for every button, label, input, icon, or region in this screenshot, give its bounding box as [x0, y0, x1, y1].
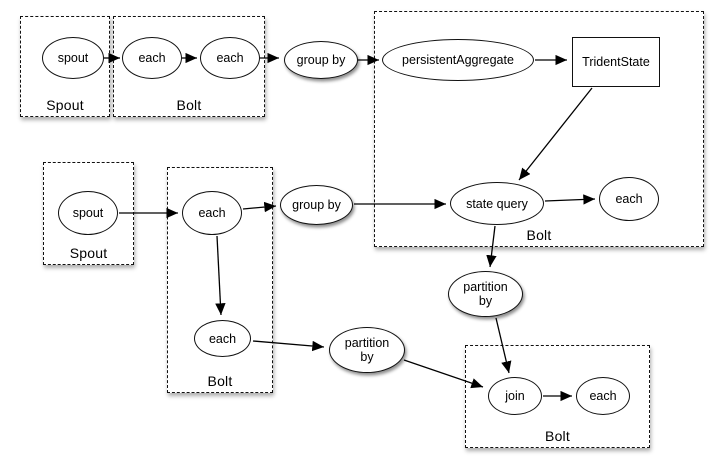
- node-spout-a: spout: [42, 37, 104, 79]
- group-label: Bolt: [207, 373, 233, 389]
- group-label: Bolt: [176, 97, 202, 113]
- group-label: Bolt: [545, 428, 570, 444]
- node-label: spout: [72, 206, 104, 220]
- node-label: each: [198, 206, 226, 220]
- node-label: each: [208, 331, 237, 346]
- node-each-a1: each: [122, 37, 182, 79]
- node-each-d: each: [576, 377, 630, 415]
- node-label: group by: [292, 198, 341, 212]
- node-each-c2: each: [194, 320, 251, 357]
- node-trident-state: TridentState: [572, 37, 660, 87]
- node-each-b: each: [599, 177, 659, 221]
- node-group-by-2: group by: [280, 185, 353, 225]
- node-each-a2: each: [200, 37, 260, 79]
- node-group-by-1: group by: [284, 41, 358, 79]
- node-label: each: [138, 51, 166, 65]
- node-persistent-aggregate: persistentAggregate: [382, 39, 534, 81]
- node-spout-b: spout: [58, 191, 118, 235]
- node-label: each: [216, 51, 244, 65]
- node-label: group by: [296, 53, 346, 67]
- node-label: partition by: [463, 280, 508, 308]
- node-label: join: [505, 389, 525, 403]
- node-label: each: [615, 192, 643, 206]
- node-label: persistentAggregate: [402, 53, 514, 67]
- node-label: state query: [466, 196, 528, 211]
- node-partition-by-2: partition by: [329, 327, 405, 373]
- node-partition-by-1: partition by: [448, 271, 523, 317]
- node-label: spout: [57, 51, 89, 65]
- group-label: Spout: [46, 97, 84, 113]
- group-label: Bolt: [526, 227, 552, 243]
- node-label: each: [589, 389, 617, 403]
- node-state-query: state query: [450, 182, 544, 225]
- node-label: TridentState: [582, 55, 650, 69]
- node-each-c1: each: [182, 191, 242, 235]
- node-label: partition by: [344, 336, 390, 364]
- group-label: Spout: [69, 245, 108, 261]
- node-join: join: [488, 377, 542, 415]
